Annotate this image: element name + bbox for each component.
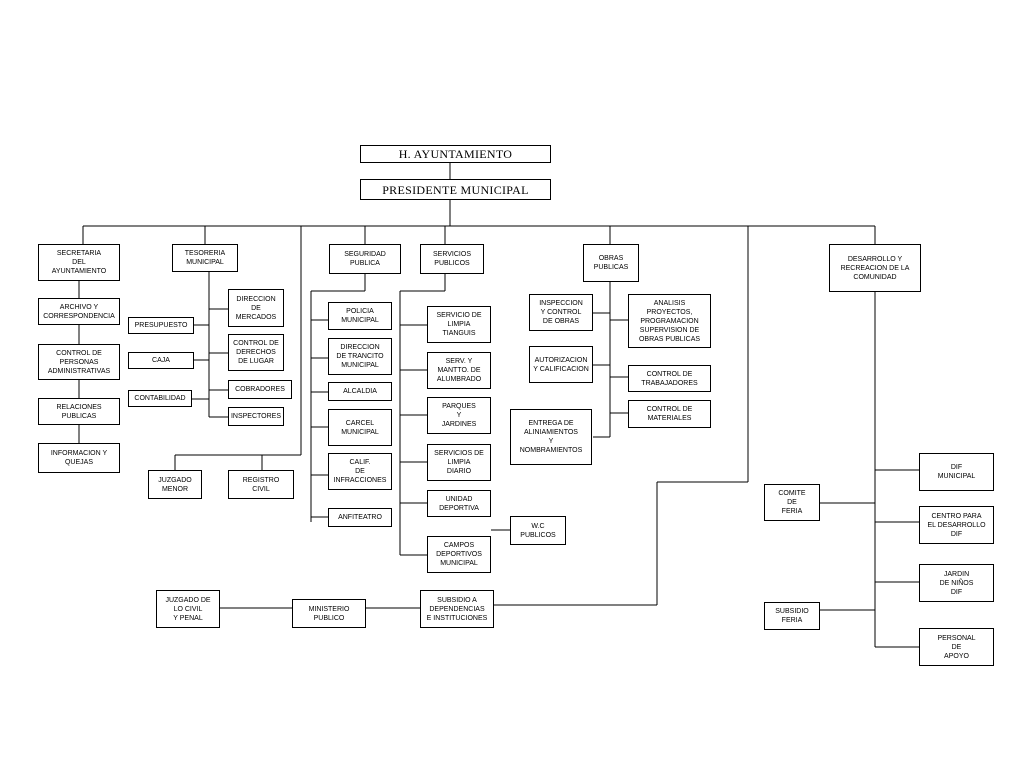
node-desarrollo: DESARROLLO Y RECREACION DE LA COMUNIDAD [829, 244, 921, 292]
node-parques: PARQUES Y JARDINES [427, 397, 491, 434]
node-obras: OBRAS PUBLICAS [583, 244, 639, 282]
node-direccion-mercados: DIRECCION DE MERCADOS [228, 289, 284, 327]
node-relaciones: RELACIONES PUBLICAS [38, 398, 120, 425]
node-control-trabajadores: CONTROL DE TRABAJADORES [628, 365, 711, 392]
node-control-personas: CONTROL DE PERSONAS ADMINISTRATIVAS [38, 344, 120, 380]
node-transito: DIRECCION DE TRANCITO MUNICIPAL [328, 338, 392, 375]
node-secretaria: SECRETARIA DEL AYUNTAMIENTO [38, 244, 120, 281]
node-tesoreria: TESORERIA MUNICIPAL [172, 244, 238, 272]
node-inspectores: INSPECTORES [228, 407, 284, 426]
node-entrega: ENTREGA DE ALINIAMIENTOS Y NOMBRAMIENTOS [510, 409, 592, 465]
node-presupuesto: PRESUPUESTO [128, 317, 194, 334]
node-anfiteatro: ANFITEATRO [328, 508, 392, 527]
node-limpia-diario: SERVICIOS DE LIMPIA DIARIO [427, 444, 491, 481]
node-registro-civil: REGISTRO CIVIL [228, 470, 294, 499]
node-informacion: INFORMACION Y QUEJAS [38, 443, 120, 473]
node-unidad-deportiva: UNIDAD DEPORTIVA [427, 490, 491, 517]
node-servicios: SERVICIOS PUBLICOS [420, 244, 484, 274]
node-contabilidad: CONTABILIDAD [128, 390, 192, 407]
node-campos: CAMPOS DEPORTIVOS MUNICIPAL [427, 536, 491, 573]
node-centro-dif: CENTRO PARA EL DESARROLLO DIF [919, 506, 994, 544]
node-alcaldia: ALCALDIA [328, 382, 392, 401]
node-analisis: ANALISIS PROYECTOS, PROGRAMACION SUPERVI… [628, 294, 711, 348]
node-jardin-dif: JARDIN DE NIÑOS DIF [919, 564, 994, 602]
node-limpia-tianguis: SERVICIO DE LIMPIA TIANGUIS [427, 306, 491, 343]
node-comite-feria: COMITE DE FERIA [764, 484, 820, 521]
node-control-materiales: CONTROL DE MATERIALES [628, 400, 711, 428]
node-juzgado-civil: JUZGADO DE LO CIVIL Y PENAL [156, 590, 220, 628]
node-caja: CAJA [128, 352, 194, 369]
node-personal-apoyo: PERSONAL DE APOYO [919, 628, 994, 666]
node-ministerio: MINISTERIO PUBLICO [292, 599, 366, 628]
node-presidente-municipal: PRESIDENTE MUNICIPAL [360, 179, 551, 200]
node-wc: W.C PUBLICOS [510, 516, 566, 545]
node-dif-municipal: DIF MUNICIPAL [919, 453, 994, 491]
node-h-ayuntamiento: H. AYUNTAMIENTO [360, 145, 551, 163]
node-carcel: CARCEL MUNICIPAL [328, 409, 392, 446]
node-control-derechos: CONTROL DE DERECHOS DE LUGAR [228, 334, 284, 371]
node-cobradores: COBRADORES [228, 380, 292, 399]
node-juzgado-menor: JUZGADO MENOR [148, 470, 202, 499]
node-archivo: ARCHIVO Y CORRESPONDENCIA [38, 298, 120, 325]
node-inspeccion: INSPECCION Y CONTROL DE OBRAS [529, 294, 593, 331]
node-policia: POLICIA MUNICIPAL [328, 302, 392, 330]
node-autorizacion: AUTORIZACION Y CALIFICACION [529, 346, 593, 383]
node-alumbrado: SERV. Y MANTTO. DE ALUMBRADO [427, 352, 491, 389]
node-subsidio-feria: SUBSIDIO FERIA [764, 602, 820, 630]
node-subsidio-dependencias: SUBSIDIO A DEPENDENCIAS E INSTITUCIONES [420, 590, 494, 628]
node-calif: CALIF. DE INFRACCIONES [328, 453, 392, 490]
node-seguridad: SEGURIDAD PUBLICA [329, 244, 401, 274]
